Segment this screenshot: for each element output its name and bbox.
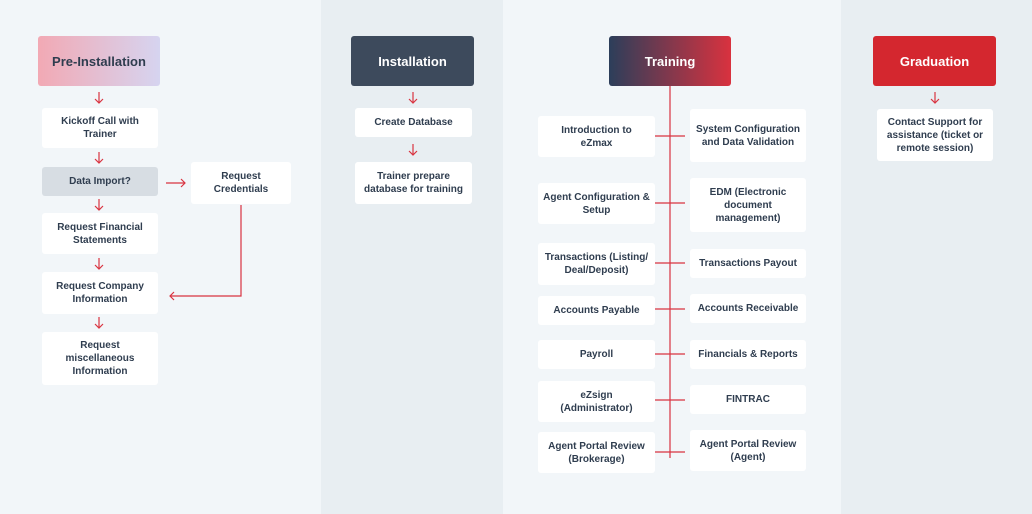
graduation-header: Graduation bbox=[873, 36, 996, 86]
training-edm: EDM (Electronic document management) bbox=[690, 178, 806, 232]
training-agent-portal-agent: Agent Portal Review (Agent) bbox=[690, 430, 806, 471]
training-agent-configuration: Agent Configuration & Setup bbox=[538, 183, 655, 224]
step-data-import-decision: Data Import? bbox=[42, 167, 158, 196]
training-agent-portal-brokerage: Agent Portal Review (Brokerage) bbox=[538, 432, 655, 473]
pre-installation-header: Pre-Installation bbox=[38, 36, 160, 86]
training-header: Training bbox=[609, 36, 731, 86]
training-system-configuration: System Configuration and Data Validation bbox=[690, 109, 806, 162]
step-request-misc-information: Request miscellaneous Information bbox=[42, 332, 158, 385]
training-transactions: Transactions (Listing/ Deal/Deposit) bbox=[538, 243, 655, 285]
step-create-database: Create Database bbox=[355, 108, 472, 137]
installation-header: Installation bbox=[351, 36, 474, 86]
training-introduction: Introduction to eZmax bbox=[538, 116, 655, 157]
step-request-company-information: Request Company Information bbox=[42, 272, 158, 314]
training-ezsign-admin: eZsign (Administrator) bbox=[538, 381, 655, 422]
training-accounts-payable: Accounts Payable bbox=[538, 296, 655, 325]
training-financials-reports: Financials & Reports bbox=[690, 340, 806, 369]
training-transactions-payout: Transactions Payout bbox=[690, 249, 806, 278]
step-contact-support: Contact Support for assistance (ticket o… bbox=[877, 109, 993, 161]
training-payroll: Payroll bbox=[538, 340, 655, 369]
training-fintrac: FINTRAC bbox=[690, 385, 806, 414]
training-accounts-receivable: Accounts Receivable bbox=[690, 294, 806, 323]
step-request-financial-statements: Request Financial Statements bbox=[42, 213, 158, 254]
step-request-credentials: Request Credentials bbox=[191, 162, 291, 204]
step-kickoff-call: Kickoff Call with Trainer bbox=[42, 108, 158, 148]
step-trainer-prepare-database: Trainer prepare database for training bbox=[355, 162, 472, 204]
